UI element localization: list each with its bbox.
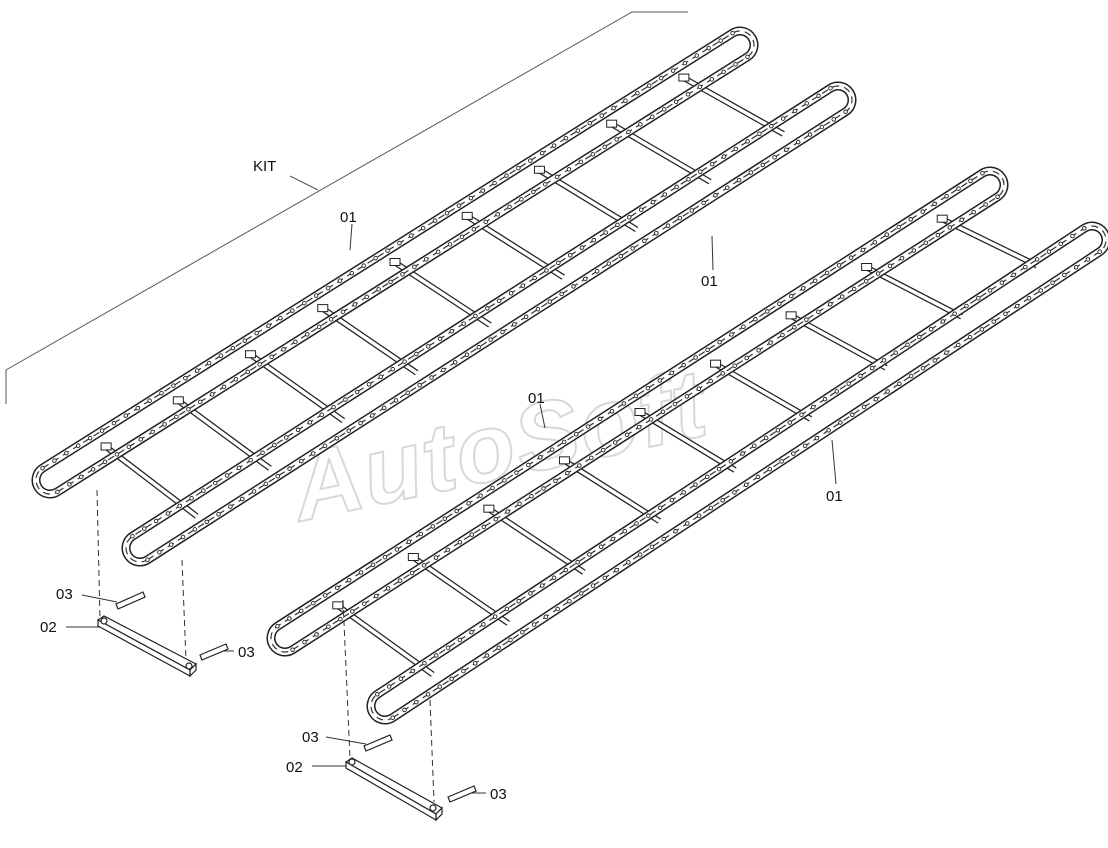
- callout-connector-left: 02: [40, 619, 57, 636]
- callout-pin-left-bottom: 03: [238, 644, 255, 661]
- callout-pin-right-bottom: 03: [490, 786, 507, 803]
- callout-chain-right-lower: 01: [826, 488, 843, 505]
- callout-chain-left-lower: 01: [701, 273, 718, 290]
- kit-label: KIT: [253, 158, 276, 175]
- connector-parts: [96, 591, 477, 822]
- connector-link-right: [344, 757, 443, 822]
- kit-bracket: [5, 11, 688, 404]
- pin-left-top: [115, 591, 146, 610]
- connector-link-left: [96, 615, 198, 678]
- pin-right-top: [363, 734, 393, 752]
- chain-loop-right-a: [266, 166, 1009, 657]
- pin-left-bottom: [199, 643, 229, 661]
- callout-pin-left-top: 03: [56, 586, 73, 603]
- callout-labels: 01 01 01 01 03 02 03 03 02 03: [40, 209, 843, 803]
- chain-loop-left-a: [31, 26, 759, 499]
- callout-chain-left-upper: 01: [340, 209, 357, 226]
- leader-lines: [66, 223, 837, 803]
- callout-pin-right-top: 03: [302, 729, 319, 746]
- callout-connector-right: 02: [286, 759, 303, 776]
- callout-chain-right-upper: 01: [528, 390, 545, 407]
- pin-right-bottom: [447, 785, 477, 803]
- chain-loop-right-b: [366, 221, 1108, 725]
- chain-assemblies: [31, 26, 1108, 725]
- chain-loop-left-b: [121, 81, 857, 567]
